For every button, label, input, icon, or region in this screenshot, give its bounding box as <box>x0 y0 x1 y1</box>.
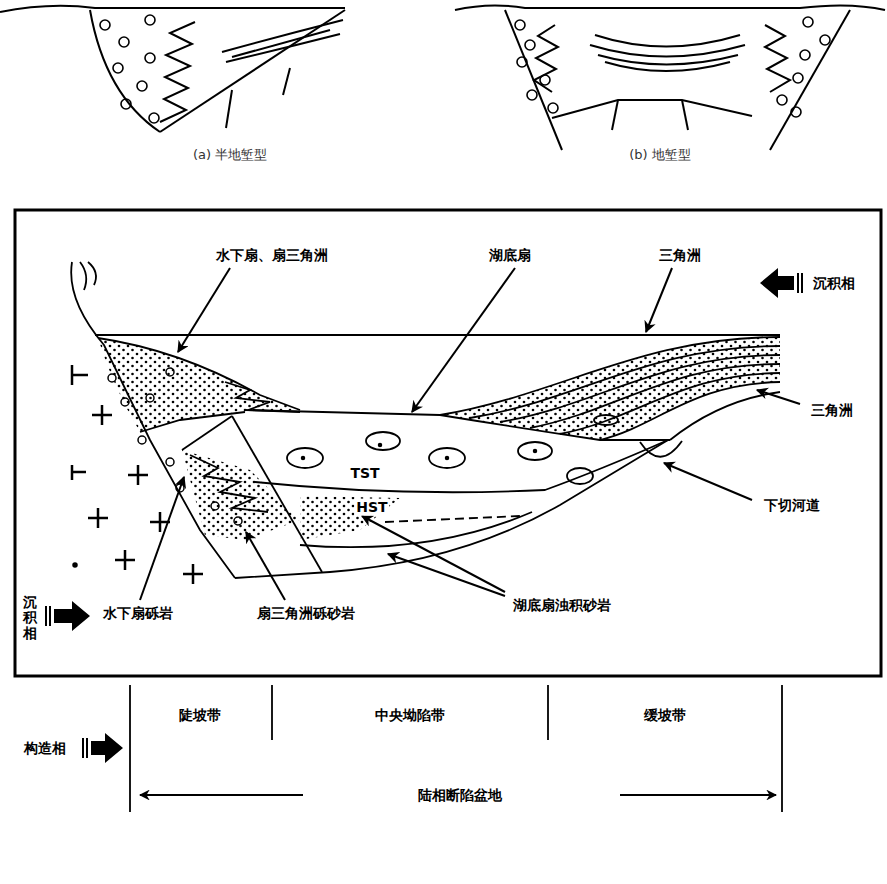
axis-label: 沉积相 <box>23 595 37 641</box>
zone-label: 中央坳陷带 <box>373 707 447 724</box>
basin-label: 陆相断陷盆地 <box>416 787 504 804</box>
figure-caption: (b) 地堑型 <box>627 147 693 163</box>
leader-arrow <box>140 268 800 600</box>
facies-label: 扇三角洲砾砂岩 <box>255 605 357 622</box>
frame <box>15 210 881 676</box>
figure-caption: (a) 半地堑型 <box>191 147 269 163</box>
sequence-label: HST <box>354 499 389 516</box>
facies-label: 三角洲 <box>657 247 703 264</box>
sequence-label: TST <box>348 465 381 482</box>
graben-sketch <box>455 5 885 150</box>
cross-section <box>71 262 780 584</box>
block-arrow <box>45 268 803 763</box>
facies-label: 下切河道 <box>762 497 822 514</box>
zone-divider <box>130 685 782 812</box>
half-graben-sketch <box>0 6 345 132</box>
axis-label: 构造相 <box>22 740 68 757</box>
facies-label: 湖底扇浊积砂岩 <box>511 597 613 614</box>
zone-label: 缓坡带 <box>642 707 688 724</box>
facies-label: 三角洲 <box>809 402 855 419</box>
axis-label: 沉积相 <box>811 275 857 292</box>
facies-label: 湖底扇 <box>487 247 533 264</box>
zone-label: 陡坡带 <box>177 707 223 724</box>
facies-label: 水下扇砾岩 <box>101 605 175 622</box>
facies-label: 水下扇、扇三角洲 <box>214 247 330 264</box>
basement-symbol <box>72 365 203 584</box>
